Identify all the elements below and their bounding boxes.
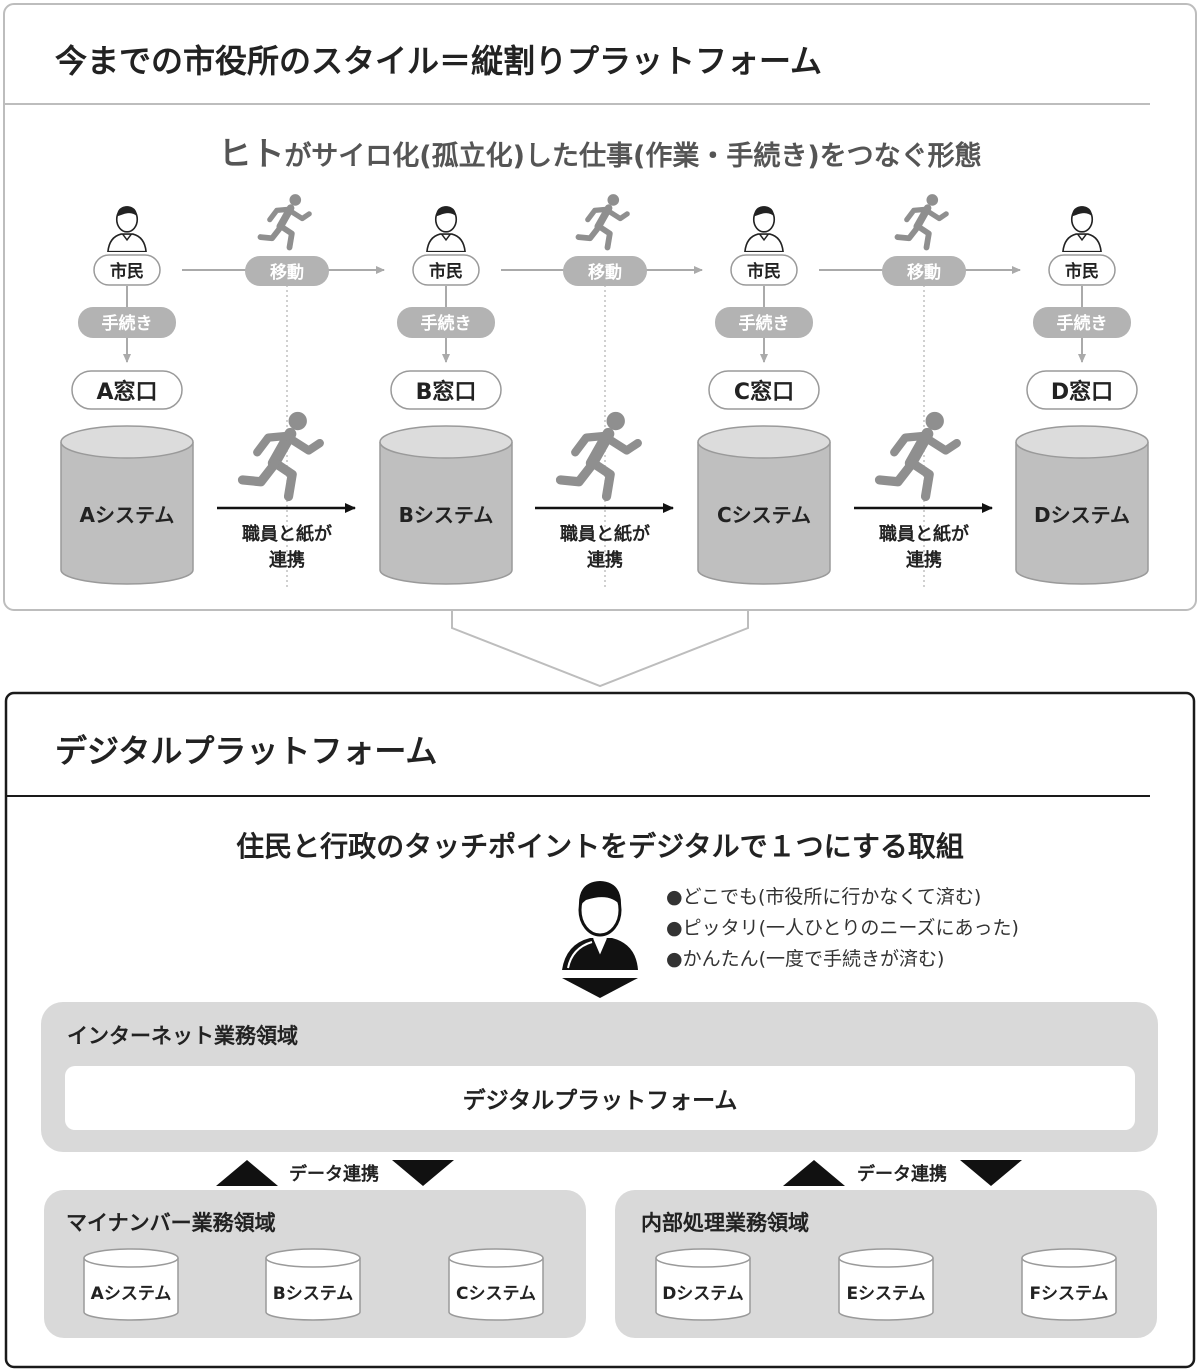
citizen-pill [1048, 254, 1116, 286]
database-icon [265, 1248, 361, 1321]
procedure-label: 手続き [421, 313, 472, 334]
system-label: Aシステム [80, 503, 175, 527]
move-label: 移動 [270, 262, 304, 283]
move-pill [563, 256, 647, 286]
procedure-label: 手続き [1057, 313, 1108, 334]
database-icon [60, 425, 194, 585]
resident-person-icon [562, 881, 638, 970]
system-label: Dシステム [1034, 503, 1130, 527]
database-icon [379, 425, 513, 585]
benefit-personalized: ●ピッタリ(一人ひとりのニーズにあった) [666, 917, 1019, 939]
database-icon [655, 1248, 751, 1321]
legacy-panel: 今までの市役所のスタイル＝縦割りプラットフォーム ヒトがサイロ化(孤立化)した仕… [3, 3, 1197, 611]
mynumber-systems: Aシステム Bシステム Cシステム [83, 1248, 544, 1321]
citizen-pill [730, 254, 798, 286]
down-arrow-icon [392, 1160, 454, 1186]
mynumber-domain-title: マイナンバー業務領域 [66, 1211, 276, 1235]
window-pill [1026, 370, 1138, 410]
legacy-columns: 市民手続きA窓口Aシステム市民手続きB窓口Bシステム市民手続きC窓口Cシステム市… [60, 194, 1149, 590]
up-arrow-icon [216, 1160, 278, 1186]
down-arrow-icon [960, 1160, 1022, 1186]
database-icon [838, 1248, 934, 1321]
benefit-simple: ●かんたん(一度で手続きが済む) [666, 948, 944, 970]
window-pill [708, 370, 820, 410]
window-pill [390, 370, 502, 410]
system-label: Dシステム [662, 1284, 744, 1304]
database-icon [697, 425, 831, 585]
internal-systems: Dシステム Eシステム Fシステム [655, 1248, 1117, 1321]
citizen-label: 市民 [747, 261, 781, 282]
window-label: D窓口 [1051, 379, 1113, 405]
move-label: 移動 [907, 262, 941, 283]
link-label-line2: 連携 [906, 549, 942, 571]
platform-box [65, 1066, 1135, 1130]
data-link-label: データ連携 [857, 1163, 947, 1185]
down-arrow-icon [562, 978, 638, 998]
legacy-subtitle-bold: ヒト [218, 134, 284, 173]
link-label-line2: 連携 [269, 549, 305, 571]
move-pill [245, 256, 329, 286]
window-pill [71, 370, 183, 410]
link-label-line2: 連携 [587, 549, 623, 571]
citizen-label: 市民 [1065, 261, 1099, 282]
transition-chevron [451, 610, 749, 688]
citizen-pill [93, 254, 161, 286]
legacy-subtitle-rest: がサイロ化(孤立化)した仕事(作業・手続き)をつなぐ形態 [284, 140, 981, 172]
procedure-pill [715, 307, 813, 338]
legacy-title: 今までの市役所のスタイル＝縦割りプラットフォーム [55, 42, 822, 80]
procedure-label: 手続き [739, 313, 790, 334]
database-icon [448, 1248, 544, 1321]
data-link-label: データ連携 [289, 1163, 379, 1185]
internet-domain-title: インターネット業務領域 [67, 1024, 298, 1048]
data-link-left: データ連携 [216, 1160, 454, 1186]
resident-benefits: ●どこでも(市役所に行かなくて済む) ●ピッタリ(一人ひとりのニーズにあった) … [666, 886, 1019, 970]
citizen-label: 市民 [429, 261, 463, 282]
citizen-label: 市民 [110, 261, 144, 282]
move-pill [882, 256, 966, 286]
platform-label: デジタルプラットフォーム [463, 1087, 738, 1114]
link-label-line1: 職員と紙が [560, 523, 650, 545]
digital-panel: デジタルプラットフォーム 住民と行政のタッチポイントをデジタルで１つにする取組 … [4, 691, 1196, 1369]
data-link-right: データ連携 [783, 1160, 1022, 1186]
digital-subtitle: 住民と行政のタッチポイントをデジタルで１つにする取組 [236, 830, 964, 863]
legacy-subtitle: ヒトがサイロ化(孤立化)した仕事(作業・手続き)をつなぐ形態 [218, 134, 981, 173]
database-icon [83, 1248, 179, 1321]
digital-title: デジタルプラットフォーム [55, 732, 437, 770]
system-label: Cシステム [456, 1284, 536, 1304]
system-label: Bシステム [273, 1284, 353, 1304]
procedure-pill [1033, 307, 1131, 338]
window-label: C窓口 [734, 379, 794, 405]
window-label: B窓口 [416, 379, 477, 405]
link-label-line1: 職員と紙が [879, 523, 969, 545]
system-label: Aシステム [91, 1284, 172, 1304]
up-arrow-icon [783, 1160, 845, 1186]
procedure-pill [397, 307, 495, 338]
window-label: A窓口 [96, 379, 157, 405]
procedure-label: 手続き [102, 313, 153, 334]
system-label: Fシステム [1029, 1284, 1108, 1304]
benefit-anywhere: ●どこでも(市役所に行かなくて済む) [666, 886, 981, 908]
citizen-pill [412, 254, 480, 286]
procedure-pill [78, 307, 176, 338]
link-label-line1: 職員と紙が [242, 523, 332, 545]
system-label: Cシステム [717, 503, 811, 527]
system-label: Eシステム [846, 1284, 925, 1304]
internal-domain-title: 内部処理業務領域 [641, 1211, 809, 1235]
database-icon [1021, 1248, 1117, 1321]
move-label: 移動 [588, 262, 622, 283]
database-icon [1015, 425, 1149, 585]
system-label: Bシステム [399, 503, 494, 527]
